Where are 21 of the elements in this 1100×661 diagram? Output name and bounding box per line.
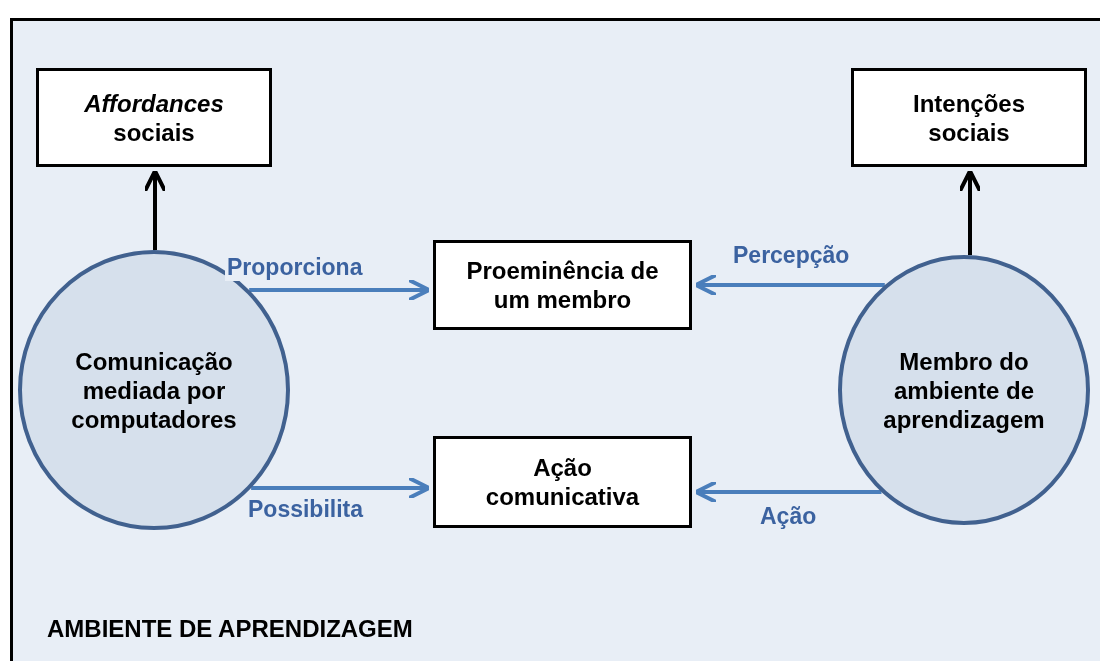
concept-box — [851, 68, 1087, 167]
node-label: Intenções sociais — [912, 88, 1026, 147]
arrow — [694, 480, 882, 504]
arrow — [143, 169, 167, 250]
node-label: Affordances sociais — [83, 88, 225, 147]
arrow — [694, 273, 885, 297]
node-label: Comunicação mediada por computadores — [70, 346, 238, 434]
environment-frame — [10, 18, 1100, 661]
edge-label: Ação — [758, 503, 819, 530]
node-label: Membro do ambiente de aprendizagem — [882, 346, 1046, 434]
arrow — [249, 278, 431, 302]
arrow — [251, 476, 431, 500]
node-label: Ação comunicativa — [484, 453, 641, 511]
edge-label: Proporciona — [225, 254, 365, 281]
edge-label: Percepção — [731, 242, 852, 269]
concept-box — [36, 68, 272, 167]
concept-box — [433, 436, 692, 528]
arrow — [958, 169, 982, 256]
concept-box — [433, 240, 692, 330]
node-label: Proeminência de um membro — [465, 256, 660, 314]
environment-title: AMBIENTE DE APRENDIZAGEM — [47, 615, 413, 643]
